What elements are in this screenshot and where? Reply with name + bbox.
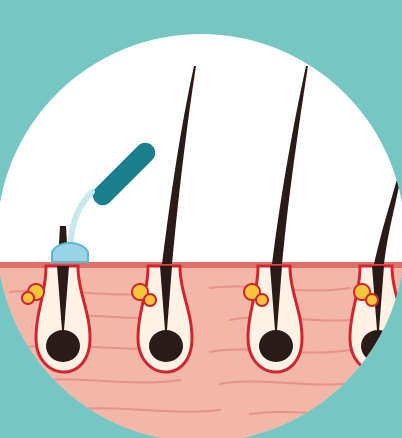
tool-cup: [52, 243, 88, 262]
